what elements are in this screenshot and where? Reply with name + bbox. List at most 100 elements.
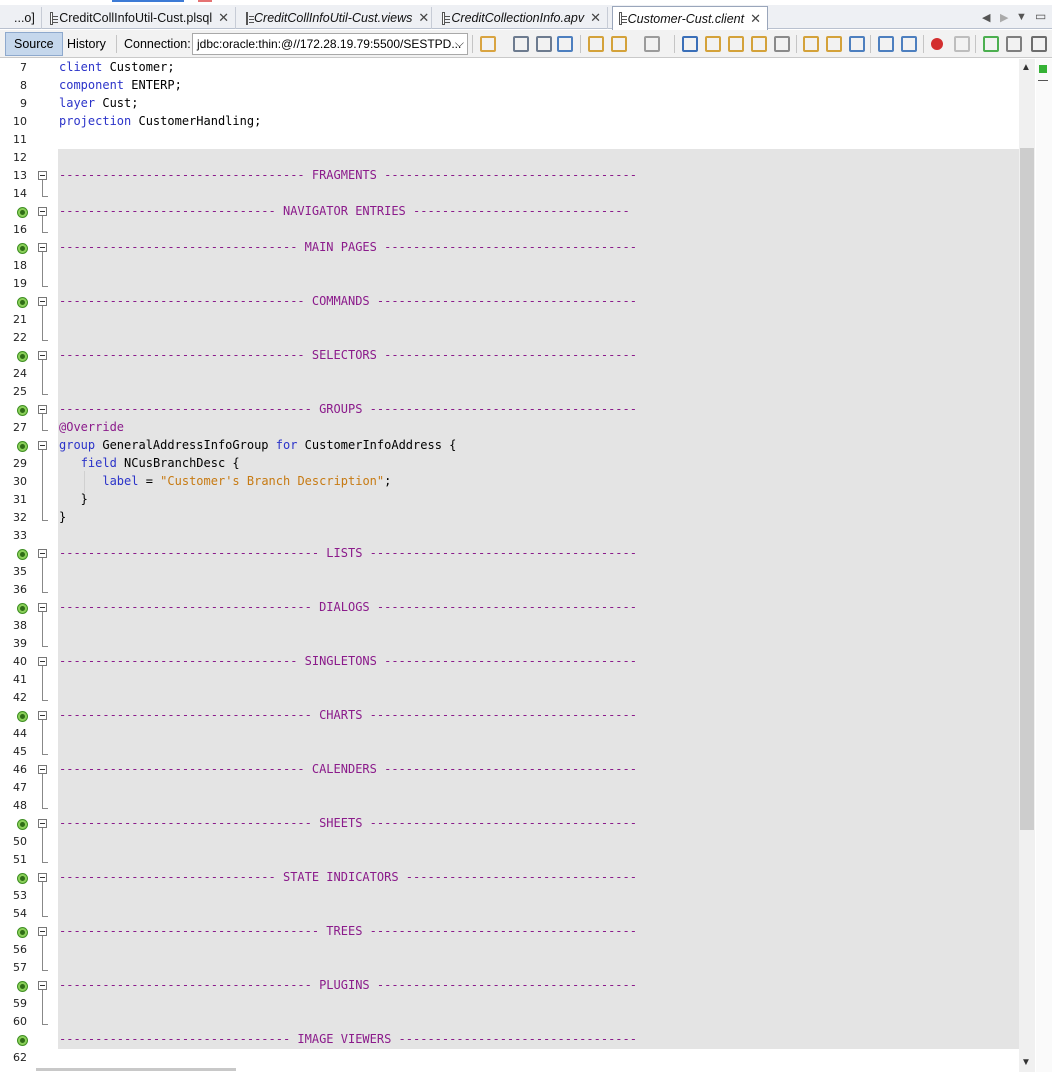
code-line[interactable]: 11 [0,131,1019,149]
deploy-icon[interactable] [557,36,573,52]
code-line[interactable]: 54 [0,905,1019,923]
code-line[interactable]: 42 [0,689,1019,707]
fold-toggle-icon[interactable] [38,873,47,882]
fold-toggle-icon[interactable] [38,657,47,666]
editor-tab[interactable]: CreditCollInfoUtil-Cust.views✕ [240,7,432,29]
code-line[interactable]: 21 [0,311,1019,329]
code-line[interactable]: 47 [0,779,1019,797]
override-marker-icon[interactable] [17,819,28,830]
code-line[interactable]: 24 [0,365,1019,383]
code-line[interactable]: 53 [0,887,1019,905]
code-line[interactable]: 57 [0,959,1019,977]
code-line[interactable]: 20---------------------------------- COM… [0,293,1019,311]
fold-toggle-icon[interactable] [38,927,47,936]
override-marker-icon[interactable] [17,1035,28,1046]
close-tab-icon[interactable]: ✕ [590,10,601,25]
code-line[interactable]: 38 [0,617,1019,635]
find-previous-icon[interactable] [705,36,721,52]
code-line[interactable]: 36 [0,581,1019,599]
code-line[interactable]: 27@Override [0,419,1019,437]
code-line[interactable]: 46---------------------------------- CAL… [0,761,1019,779]
editor-tab[interactable]: CreditCollInfoUtil-Cust.plsql✕ [44,7,236,29]
fold-toggle-icon[interactable] [38,549,47,558]
close-tab-icon[interactable]: ✕ [418,10,430,25]
code-line[interactable]: 19 [0,275,1019,293]
start-macro-icon[interactable] [931,38,943,50]
fold-toggle-icon[interactable] [38,603,47,612]
fold-toggle-icon[interactable] [38,171,47,180]
tab-list-dropdown-icon[interactable]: ▼ [1016,11,1027,23]
forward-icon[interactable] [536,36,552,52]
code-line[interactable]: 30 label = "Customer's Branch Descriptio… [0,473,1019,491]
find-icon[interactable] [682,36,698,52]
back-icon[interactable] [513,36,529,52]
code-line[interactable]: 39 [0,635,1019,653]
code-line[interactable]: 23---------------------------------- SEL… [0,347,1019,365]
stop-macro-icon[interactable] [954,36,970,52]
vertical-scrollbar-thumb[interactable] [1020,148,1034,830]
next-bookmark-icon[interactable] [826,36,842,52]
code-line[interactable]: 18 [0,257,1019,275]
code-line[interactable]: 32} [0,509,1019,527]
fold-toggle-icon[interactable] [38,351,47,360]
code-area[interactable] [58,59,1019,1049]
scroll-up-icon[interactable]: ▲ [1021,62,1031,73]
code-line[interactable]: 15------------------------------ NAVIGAT… [0,203,1019,221]
rectangular-selection-icon[interactable] [774,36,790,52]
override-marker-icon[interactable] [17,243,28,254]
code-line[interactable]: 52------------------------------ STATE I… [0,869,1019,887]
find-next-icon[interactable] [728,36,744,52]
fold-toggle-icon[interactable] [38,765,47,774]
code-line[interactable]: 35 [0,563,1019,581]
override-marker-icon[interactable] [17,207,28,218]
code-line[interactable]: 13---------------------------------- FRA… [0,167,1019,185]
code-line[interactable]: 41 [0,671,1019,689]
code-line[interactable]: 59 [0,995,1019,1013]
close-tab-icon[interactable]: ✕ [218,10,229,25]
override-marker-icon[interactable] [17,351,28,362]
override-marker-icon[interactable] [17,441,28,452]
code-line[interactable]: 49----------------------------------- SH… [0,815,1019,833]
history-forward-icon[interactable] [644,36,660,52]
editor-tab[interactable]: CreditCollectionInfo.apv✕ [436,7,608,29]
maximize-editor-icon[interactable]: ▭ [1035,9,1047,23]
shift-right-icon[interactable] [901,36,917,52]
scroll-tabs-left-icon[interactable]: ◀ [982,12,991,24]
fold-toggle-icon[interactable] [38,441,47,450]
code-line[interactable]: 48 [0,797,1019,815]
editor-tab[interactable]: ...o] [8,7,42,29]
fold-toggle-icon[interactable] [38,297,47,306]
code-line[interactable]: 33 [0,527,1019,545]
code-line[interactable]: 40--------------------------------- SING… [0,653,1019,671]
connection-select[interactable]: jdbc:oracle:thin:@//172.28.19.79:5500/SE… [192,33,468,55]
code-line[interactable]: 29 field NCusBranchDesc { [0,455,1019,473]
editor-tab[interactable]: Customer-Cust.client✕ [612,6,768,30]
scroll-down-icon[interactable]: ▼ [1021,1057,1031,1068]
fold-toggle-icon[interactable] [38,819,47,828]
source-view-button[interactable]: Source [5,32,63,56]
override-marker-icon[interactable] [17,405,28,416]
code-line[interactable]: 37----------------------------------- DI… [0,599,1019,617]
code-line[interactable]: 12 [0,149,1019,167]
scroll-tabs-right-icon[interactable]: ▶ [1000,12,1009,24]
code-line[interactable]: 25 [0,383,1019,401]
fold-toggle-icon[interactable] [38,405,47,414]
code-line[interactable]: 26----------------------------------- GR… [0,401,1019,419]
override-marker-icon[interactable] [17,981,28,992]
toggle-highlight-icon[interactable] [751,36,767,52]
horizontal-scrollbar-thumb[interactable] [36,1068,236,1071]
code-line[interactable]: 62 [0,1049,1019,1067]
comment-icon[interactable] [983,36,999,52]
fold-toggle-icon[interactable] [38,207,47,216]
shift-left-icon[interactable] [878,36,894,52]
code-line[interactable]: 61-------------------------------- IMAGE… [0,1031,1019,1049]
override-marker-icon[interactable] [17,549,28,560]
code-line[interactable]: 17--------------------------------- MAIN… [0,239,1019,257]
override-marker-icon[interactable] [17,297,28,308]
code-line[interactable]: 16 [0,221,1019,239]
code-line[interactable]: 51 [0,851,1019,869]
